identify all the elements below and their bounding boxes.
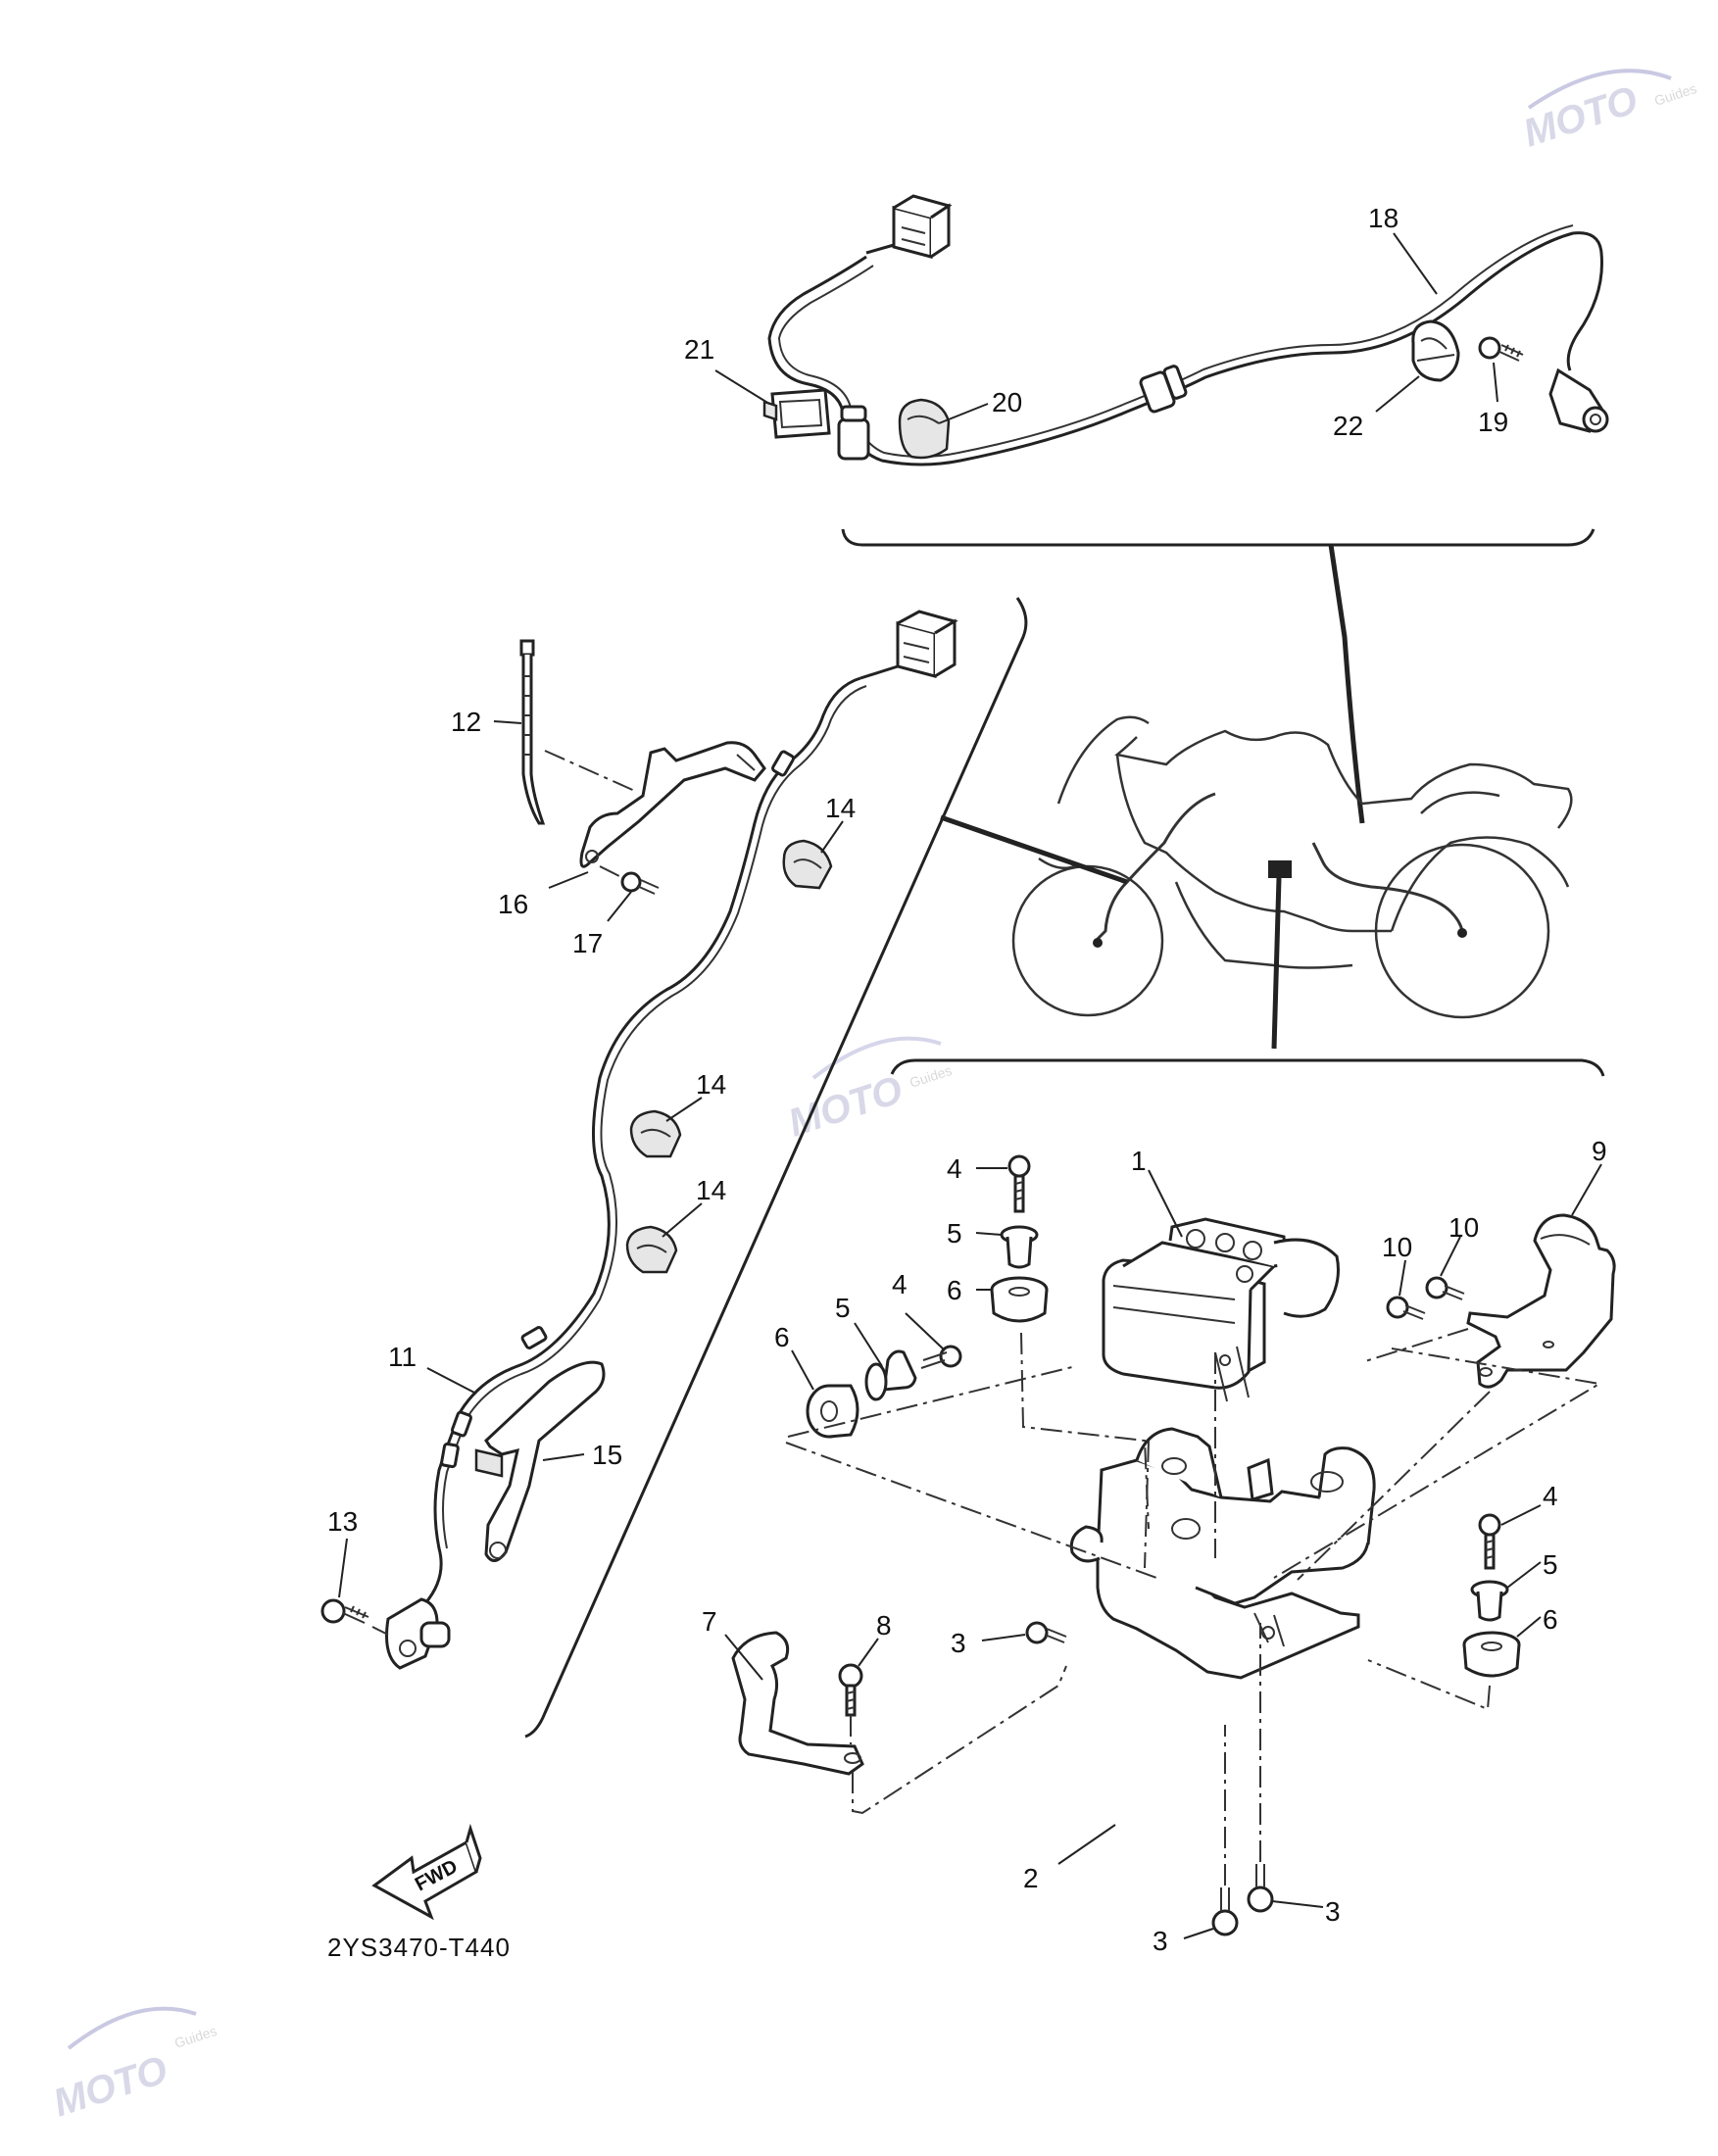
collar-5-top xyxy=(1000,1225,1039,1269)
clamp-22 xyxy=(1411,319,1460,382)
front-sensor-group: 12 16 17 14 14 14 11 15 13 xyxy=(320,597,1028,1739)
rear-harness-grommet xyxy=(837,365,1188,461)
callout-6-top: 6 xyxy=(947,1275,962,1305)
callout-4-top: 4 xyxy=(947,1153,962,1184)
bolt-4-left xyxy=(920,1345,962,1369)
bolt-10-right xyxy=(1425,1276,1465,1300)
hydraulic-unit-group: 1 2 3 3 3 4 5 6 4 5 6 4 5 6 7 8 9 10 1 xyxy=(702,1058,1616,1956)
callout-5-top: 5 xyxy=(947,1218,962,1249)
callout-11: 11 xyxy=(388,1342,417,1372)
rear-harness-connector xyxy=(865,194,953,259)
watermark-bottom-left: MOTO Guides xyxy=(48,2006,219,2126)
callout-12: 12 xyxy=(451,707,481,737)
callout-4-right: 4 xyxy=(1543,1481,1558,1511)
stay-7 xyxy=(731,1631,1067,1815)
bolt-10-left xyxy=(1386,1296,1426,1320)
callout-14-top: 14 xyxy=(825,793,856,823)
callout-13: 13 xyxy=(327,1506,358,1537)
bolt-3-lower-right xyxy=(1247,1623,1274,1913)
collar-5-left xyxy=(864,1349,917,1401)
bolt-3-lower-left xyxy=(1211,1725,1239,1936)
callout-14-middle: 14 xyxy=(696,1069,726,1100)
watermark-text: MOTO xyxy=(48,2048,172,2126)
callout-18: 18 xyxy=(1368,203,1399,233)
callout-22: 22 xyxy=(1333,411,1363,441)
callout-5-left: 5 xyxy=(835,1293,851,1323)
callout-3-lower-left: 3 xyxy=(1153,1926,1168,1956)
clip-21 xyxy=(762,388,831,439)
bolt-4-right xyxy=(1478,1513,1501,1570)
rear-wheel-sensor-lead-18 xyxy=(767,231,1603,466)
motorcycle-overview xyxy=(940,715,1573,1050)
watermark-subtext: Guides xyxy=(1652,80,1698,109)
callout-21: 21 xyxy=(684,334,714,365)
watermark-subtext: Guides xyxy=(172,2023,219,2051)
watermark-text: MOTO xyxy=(1518,78,1643,156)
callout-15: 15 xyxy=(592,1440,622,1470)
bolt-8 xyxy=(838,1663,863,1744)
front-wheel-sensor xyxy=(385,1597,451,1670)
callout-1: 1 xyxy=(1131,1146,1147,1176)
front-group-divider xyxy=(524,597,1028,1739)
clamp-14-middle xyxy=(629,1109,682,1158)
abs-hydraulic-unit-1 xyxy=(1102,1217,1340,1402)
diagram-code: 2YS3470-T440 xyxy=(327,1933,511,1962)
cable-tie-12 xyxy=(519,639,638,825)
callout-7: 7 xyxy=(702,1606,717,1637)
watermark-subtext: Guides xyxy=(908,1062,954,1091)
clamp-14-top xyxy=(782,839,833,890)
abs-bracket-2 xyxy=(1069,1427,1376,1680)
bolt-13 xyxy=(320,1598,389,1636)
watermark-middle: MOTO Guides xyxy=(783,1036,954,1146)
callout-6-right: 6 xyxy=(1543,1604,1558,1635)
callout-3-lower-right: 3 xyxy=(1325,1896,1341,1927)
callout-17: 17 xyxy=(572,928,603,958)
callout-4-left: 4 xyxy=(892,1269,908,1299)
abs-unit-marker xyxy=(1268,860,1292,878)
grommet-6-right xyxy=(1367,1631,1521,1711)
sensor-bracket-15 xyxy=(474,1360,606,1562)
callout-5-right: 5 xyxy=(1543,1549,1558,1580)
rear-wheel-sensor xyxy=(1548,368,1609,433)
callout-3-side: 3 xyxy=(951,1628,966,1658)
callout-6-left: 6 xyxy=(774,1322,790,1352)
callout-2: 2 xyxy=(1023,1863,1039,1893)
harness-bracket-16 xyxy=(579,741,766,868)
callout-8: 8 xyxy=(876,1610,892,1641)
bolt-17 xyxy=(599,865,660,895)
callout-20: 20 xyxy=(992,387,1022,417)
callout-10-right: 10 xyxy=(1448,1212,1479,1243)
clamp-14-bottom xyxy=(625,1225,678,1274)
bracket-9 xyxy=(1466,1213,1616,1389)
callout-16: 16 xyxy=(498,889,528,919)
bolt-19 xyxy=(1478,336,1524,362)
bolt-4-top xyxy=(1007,1154,1031,1213)
callout-10-left: 10 xyxy=(1382,1232,1412,1262)
clamp-20 xyxy=(898,398,951,460)
watermark-top-right: MOTO Guides xyxy=(1518,69,1698,156)
collar-5-right xyxy=(1470,1580,1509,1622)
bolt-3-side xyxy=(1025,1621,1067,1644)
fwd-direction-arrow: FWD xyxy=(371,1823,482,1921)
callout-14-bottom: 14 xyxy=(696,1175,726,1205)
callout-19: 19 xyxy=(1478,407,1508,437)
callout-9: 9 xyxy=(1592,1136,1607,1166)
rear-group-bracket xyxy=(841,528,1595,547)
rear-sensor-group: 21 20 18 19 22 xyxy=(684,194,1609,824)
front-harness-connector xyxy=(859,610,958,680)
